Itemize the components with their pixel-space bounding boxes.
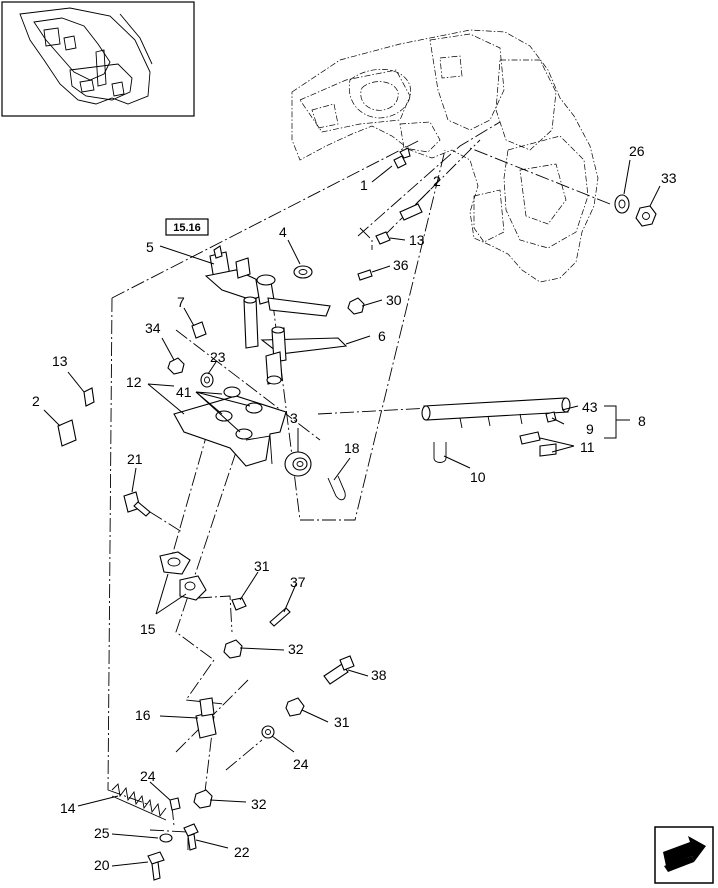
callout-38: 38 xyxy=(371,667,387,683)
callout-13b: 13 xyxy=(52,353,68,369)
callout-14: 14 xyxy=(60,800,76,816)
callout-10: 10 xyxy=(470,469,486,485)
callout-23: 23 xyxy=(210,349,226,365)
engine-frame-ghost xyxy=(291,29,599,283)
callout-13: 13 xyxy=(409,232,425,248)
callout-2: 2 xyxy=(433,173,441,189)
callout-1: 1 xyxy=(360,177,368,193)
callout-20: 20 xyxy=(94,857,110,873)
callout-4: 4 xyxy=(279,224,287,240)
callout-11: 11 xyxy=(580,439,595,455)
reference-box[interactable]: 15.16 xyxy=(165,218,209,236)
callout-32b: 32 xyxy=(251,796,267,812)
callout-2b: 2 xyxy=(32,393,40,409)
svg-text:15.16: 15.16 xyxy=(173,222,201,234)
callout-43: 43 xyxy=(582,399,598,415)
location-thumbnail xyxy=(1,1,195,117)
leader-lines xyxy=(43,159,661,867)
callout-33: 33 xyxy=(661,170,677,186)
callout-7: 7 xyxy=(177,294,185,310)
callout-8: 8 xyxy=(638,413,646,429)
callout-36: 36 xyxy=(393,257,409,273)
callout-41: 41 xyxy=(176,384,192,400)
callout-labels: 1 2 13 26 33 5 4 36 30 7 6 34 23 13 2 12… xyxy=(32,143,677,873)
callout-9: 9 xyxy=(586,421,594,437)
callout-37: 37 xyxy=(290,574,306,590)
callout-5: 5 xyxy=(146,239,154,255)
callout-15: 15 xyxy=(140,621,156,637)
callout-16: 16 xyxy=(135,707,151,723)
callout-25: 25 xyxy=(94,825,110,841)
callout-30: 30 xyxy=(386,292,402,308)
callout-34: 34 xyxy=(145,320,161,336)
callout-6: 6 xyxy=(378,328,386,344)
callout-18: 18 xyxy=(344,440,360,456)
callout-26: 26 xyxy=(629,143,645,159)
parts xyxy=(57,147,657,881)
callout-32: 32 xyxy=(288,641,304,657)
next-page-arrow-icon[interactable] xyxy=(654,826,714,884)
callout-24b: 24 xyxy=(293,756,309,772)
callout-21: 21 xyxy=(127,451,143,467)
callout-31: 31 xyxy=(254,558,270,574)
callout-22: 22 xyxy=(234,844,250,860)
callout-3: 3 xyxy=(290,410,298,426)
callout-31b: 31 xyxy=(334,714,350,730)
callout-12: 12 xyxy=(126,374,142,390)
callout-24: 24 xyxy=(140,768,156,784)
